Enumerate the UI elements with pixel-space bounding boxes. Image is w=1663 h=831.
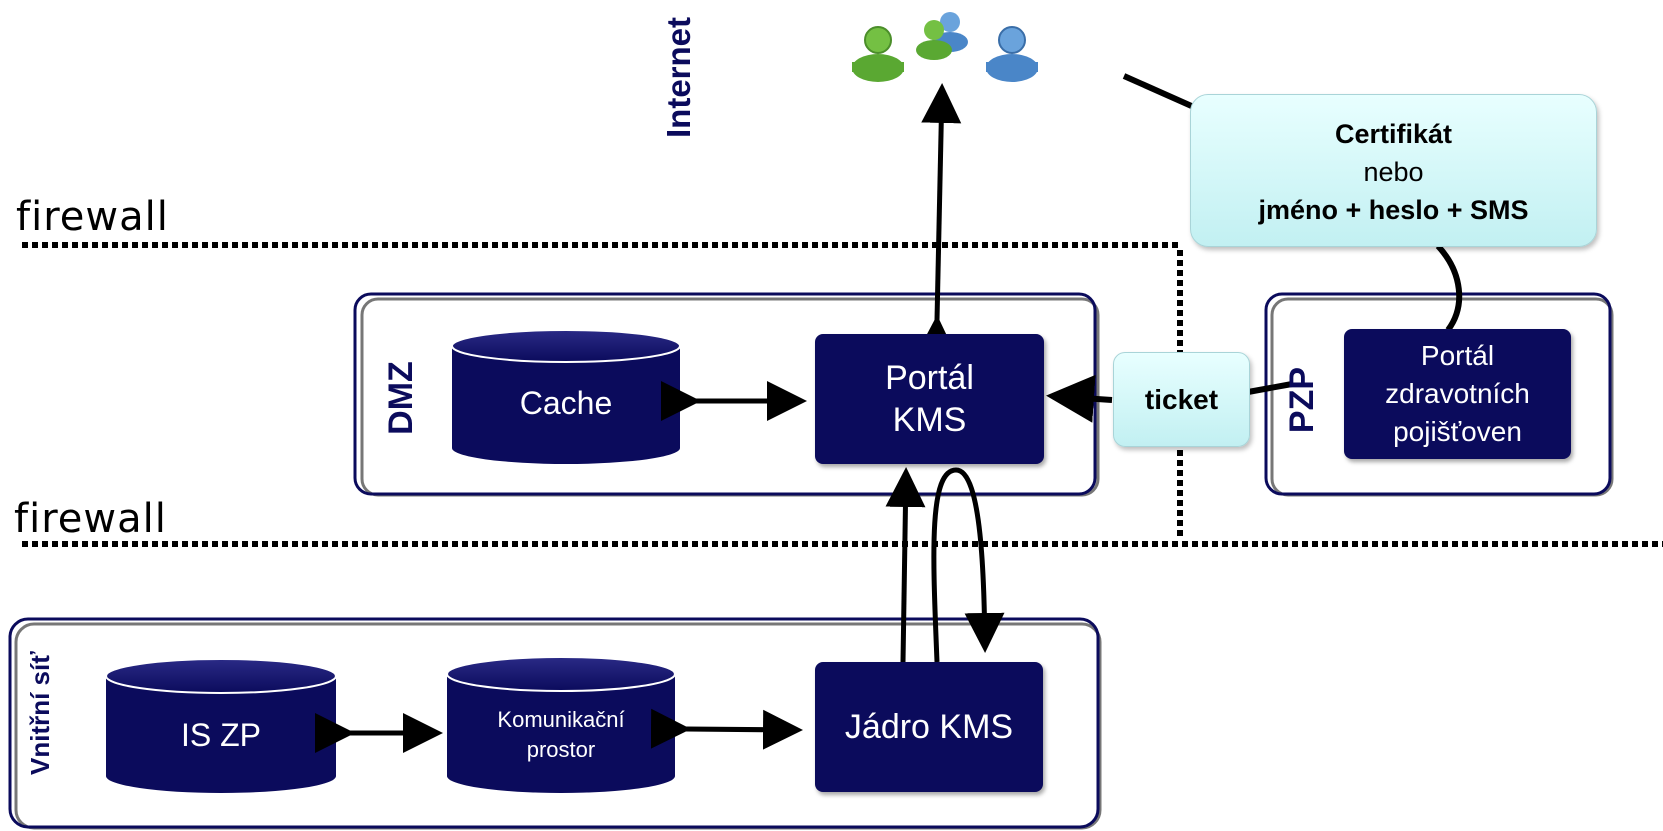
auth-callout-line1: Certifikát: [1334, 119, 1453, 149]
ticket-callout: ticket: [1113, 352, 1250, 447]
internal-network-label: Vnitřní síť: [25, 651, 55, 775]
user-blue-icon: [986, 26, 1038, 82]
users-group-icon: [916, 12, 968, 60]
firewall-label-top: firewall: [16, 194, 169, 240]
cache-cylinder: [451, 329, 681, 464]
pzp-zone: [1264, 292, 1612, 496]
komunikacni-cylinder: [446, 656, 676, 793]
ticket-label: ticket: [1144, 383, 1219, 415]
portal-kms-line1: Portál: [885, 359, 974, 397]
is-zp-label: IS ZP: [180, 716, 261, 753]
connector-users-auth: [1122, 73, 1198, 111]
komunikacni-label-line2: prostor: [526, 737, 596, 762]
arrow-portal-internet: [916, 83, 962, 356]
auth-callout-line2: nebo: [1363, 157, 1424, 187]
jadro-kms-label: Jádro KMS: [844, 707, 1014, 746]
arrow-jadro-portal: [885, 467, 926, 663]
internal-zone: [8, 617, 1100, 829]
portal-kms-box: Portál KMS: [815, 334, 1044, 464]
arrow-pzp-portal: [1046, 374, 1113, 423]
dmz-label: DMZ: [382, 361, 420, 435]
portal-zp-line2: zdravotních: [1385, 378, 1530, 409]
auth-callout-line3: jméno + heslo + SMS: [1258, 195, 1529, 225]
firewall-label-bottom: firewall: [14, 496, 167, 542]
arrow-portal-jadro-loop: [931, 467, 1005, 663]
portal-zp-line1: Portál: [1420, 340, 1495, 371]
komunikacni-label: Komunikační prostor: [447, 700, 675, 770]
portal-zp-box: Portál zdravotních pojišťoven: [1344, 329, 1571, 459]
is-zp-cylinder: [105, 658, 337, 793]
portal-zp-line3: pojišťoven: [1393, 416, 1522, 447]
arrow-komunikacni-jadro: [650, 708, 803, 750]
pzp-label: PZP: [1283, 366, 1321, 434]
auth-callout: Certifikát nebo jméno + heslo + SMS: [1190, 94, 1597, 247]
internet-label: Internet: [660, 16, 697, 138]
jadro-kms-box: Jádro KMS: [815, 662, 1043, 792]
cache-label: Cache: [519, 384, 613, 421]
komunikacni-label-line1: Komunikační: [497, 707, 625, 732]
user-green-icon: [852, 26, 904, 82]
portal-kms-line2: KMS: [892, 401, 967, 439]
connector-ticket-pzp: [1247, 381, 1293, 395]
connector-auth-pzp: [1435, 243, 1463, 332]
